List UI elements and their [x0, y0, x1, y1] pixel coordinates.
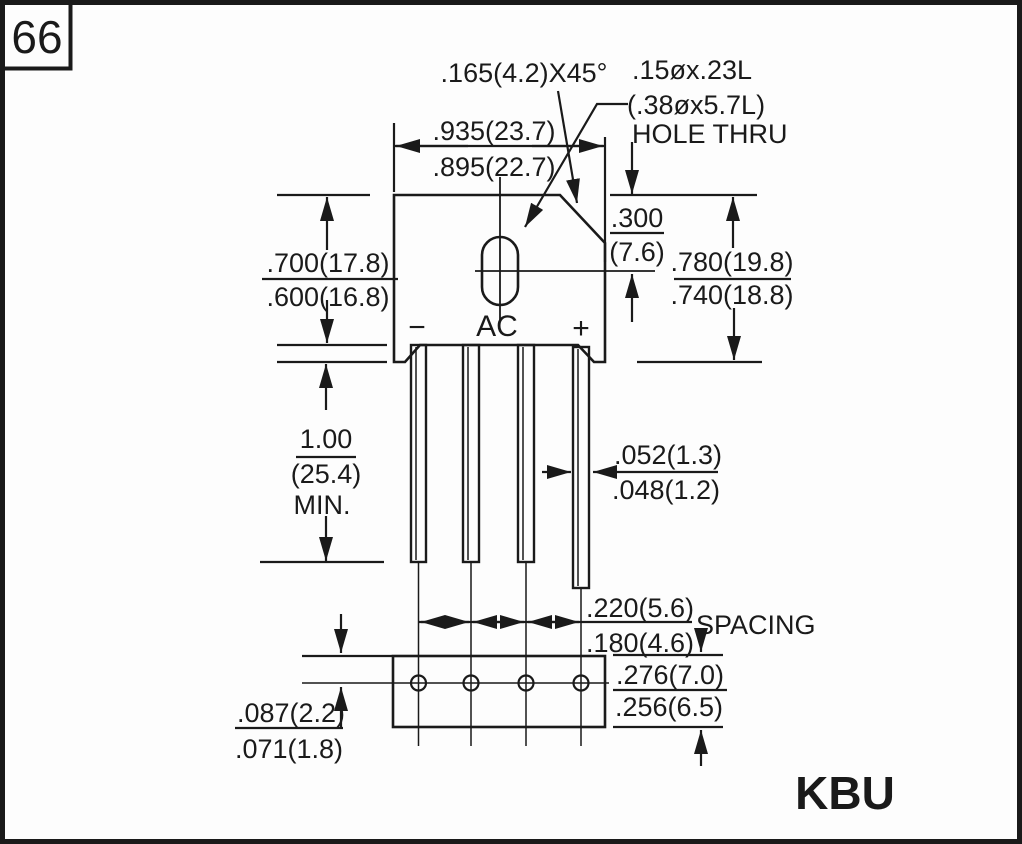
lead-3: [516, 343, 536, 564]
dim-lead-spacing: .220(5.6) .180(4.6) SPACING: [419, 593, 816, 658]
lead-4: [571, 345, 591, 590]
bottom-view-outline: [391, 654, 607, 729]
dim-lead-width-max: .052(1.3): [614, 440, 722, 470]
part-name: KBU: [795, 767, 895, 819]
terminal-plus-label: +: [572, 312, 590, 345]
dim-hole-center-max: .300: [611, 203, 664, 233]
dim-lead-length: 1.00 (25.4) MIN.: [260, 364, 384, 564]
dim-overall-height-max: .780(19.8): [670, 247, 793, 277]
dim-hole-offset-min: .071(1.8): [235, 734, 343, 764]
dim-width-max: .935(23.7): [432, 116, 555, 146]
terminal-minus-label: −: [408, 311, 426, 344]
bottom-hole-2: [462, 674, 480, 692]
dim-hole-center: .300 (7.6): [609, 142, 757, 322]
page-number-box: [0, 0, 73, 71]
dim-lead-width: .052(1.3) .048(1.2): [542, 440, 722, 505]
dim-width-min: .895(22.7): [432, 152, 555, 182]
bottom-hole-4: [572, 674, 590, 692]
dim-depth: .276(7.0) .256(6.5): [613, 628, 727, 766]
chamfer-note-label: .165(4.2)X45°: [441, 58, 608, 88]
dim-spacing-label: SPACING: [696, 610, 816, 640]
dim-body-height-min: .600(16.8): [266, 282, 389, 312]
dim-hole-offset: .087(2.2) .071(1.8): [235, 614, 348, 764]
dim-lead-length-qualifier: MIN.: [294, 490, 351, 520]
lead-2: [461, 343, 481, 564]
dim-body-height-max: .700(17.8): [266, 248, 389, 278]
dim-hole-center-min: (7.6): [609, 237, 665, 267]
page-number: 66: [11, 11, 62, 63]
dim-overall-height: .780(19.8) .740(18.8): [637, 197, 794, 364]
dim-body-height: .700(17.8) .600(16.8): [262, 193, 398, 364]
dim-depth-max: .276(7.0): [616, 660, 724, 690]
hole-leader-arrow: [524, 102, 628, 228]
dim-hole-offset-max: .087(2.2): [237, 698, 345, 728]
lead-1: [409, 343, 428, 564]
dim-spacing-max: .220(5.6): [586, 593, 694, 623]
hole-size-mm-label: (.38øx5.7L): [627, 90, 765, 120]
mounting-hole-slot: [480, 235, 520, 307]
dim-width: .935(23.7) .895(22.7): [392, 116, 607, 262]
bottom-hole-3: [517, 674, 535, 692]
bottom-hole-1: [409, 674, 428, 692]
hole-size-inch-label: .15øx.23L: [632, 55, 752, 85]
package-body-outline: [392, 193, 607, 364]
dim-spacing-min: .180(4.6): [586, 628, 694, 658]
dim-lead-width-min: .048(1.2): [612, 475, 720, 505]
hole-thru-label: HOLE THRU: [632, 119, 788, 149]
dim-overall-height-min: .740(18.8): [670, 280, 793, 310]
terminal-ac-label: AC: [476, 310, 518, 343]
dim-lead-length-value: 1.00: [300, 424, 353, 454]
dim-depth-min: .256(6.5): [615, 692, 723, 722]
dim-lead-length-mm: (25.4): [291, 459, 362, 489]
